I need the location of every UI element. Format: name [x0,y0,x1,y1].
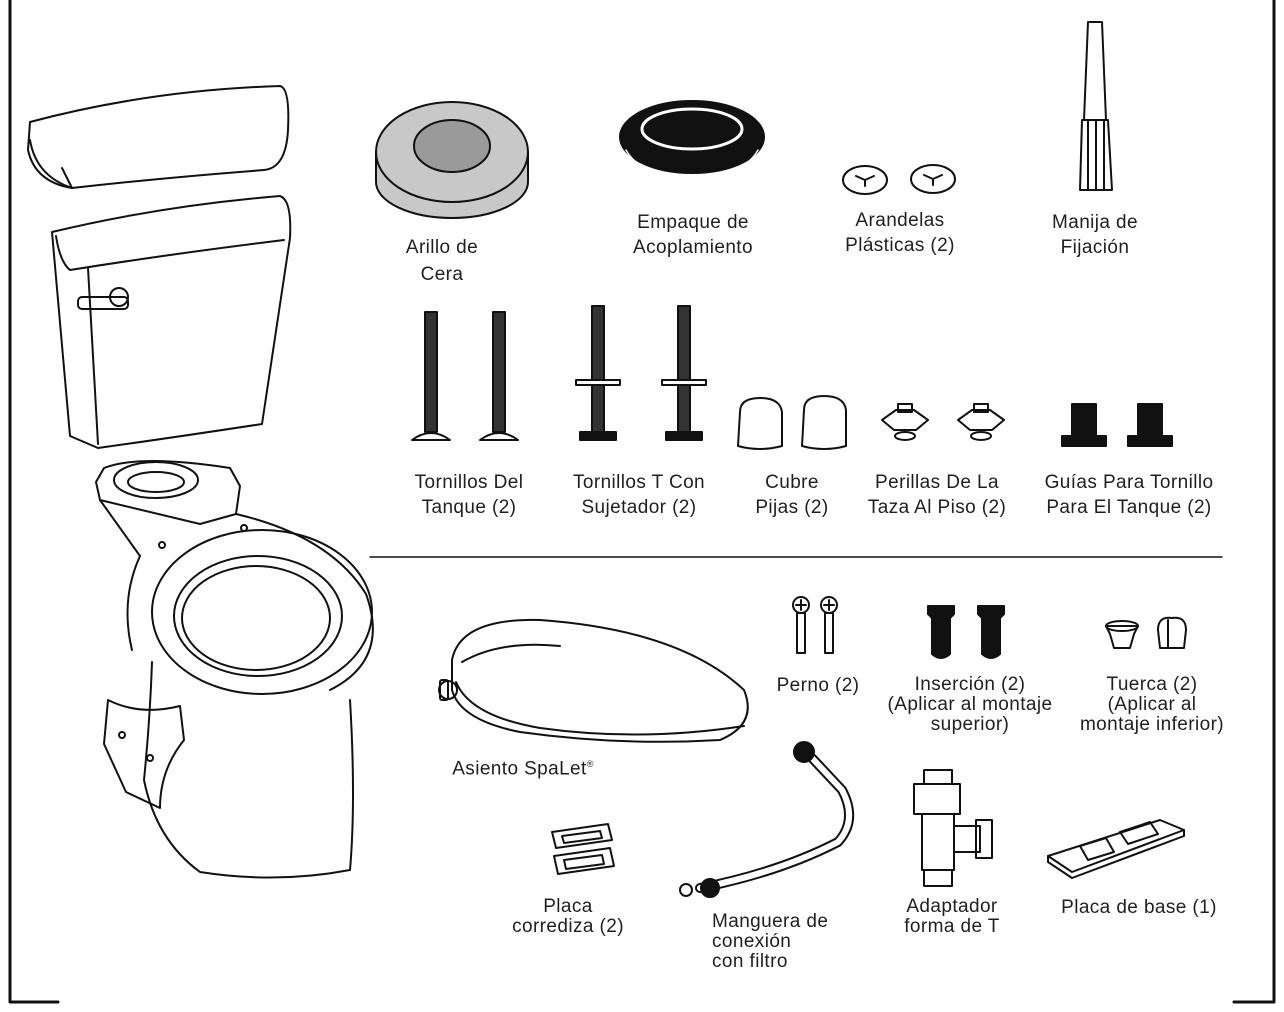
guides-label: Guías Para Tornillo Para El Tanque (2) [1044,472,1214,518]
t-bolts-illustration [575,305,707,441]
tank-bolts-illustration [411,311,519,441]
wax-ring-label: Arillo de Cera [405,237,479,285]
floor-knobs-illustration [881,403,1005,441]
frame [8,0,1276,1004]
insert-label: Inserción (2) (Aplicar al montaje superi… [887,674,1053,735]
caps-label: Cubre Pijas (2) [755,472,829,518]
washers-illustration [842,164,956,195]
slide-plate-label: Placa corrediza (2) [512,896,624,937]
registered-mark: ® [586,759,594,769]
seat-label: Asiento SpaLet® [452,758,594,780]
bolt-guides-illustration [1061,403,1173,447]
nut-pair-illustration [1105,616,1187,649]
wax-ring-illustration [375,101,529,219]
hose-illustration [679,741,854,898]
nut-label: Tuerca (2) (Aplicar al montaje inferior) [1079,674,1225,735]
bolt-label: Perno (2) [776,675,860,696]
t-adapter-label: Adaptador forma de T [904,896,1000,937]
bolt-caps-illustration [737,395,847,450]
wrench-illustration [1079,21,1113,191]
t-adapter-illustration [913,769,993,887]
knobs-label: Perillas De La Taza Al Piso (2) [867,472,1007,518]
toilet-tank-illustration [51,195,292,449]
bolt-pair-illustration [792,596,838,654]
insert-pair-illustration [927,605,1005,659]
toilet-lid-illustration [27,85,290,189]
gasket-label: Empaque de Acoplamiento [633,212,753,258]
t-bolts-label: Tornillos T Con Sujetador (2) [572,472,706,518]
tank-bolts-label: Tornillos Del Tanque (2) [414,472,524,518]
washers-label: Arandelas Plásticas (2) [845,210,955,256]
slide-plates-illustration [551,823,615,875]
hose-label: Manguera de conexión con filtro [712,911,829,972]
wrench-label: Manija de Fijación [1052,212,1138,258]
gasket-illustration [619,100,765,181]
toilet-bowl-illustration [95,460,374,879]
base-plate-illustration [1047,819,1185,879]
bidet-seat-illustration [438,618,749,743]
base-plate-label: Placa de base (1) [1061,897,1217,918]
